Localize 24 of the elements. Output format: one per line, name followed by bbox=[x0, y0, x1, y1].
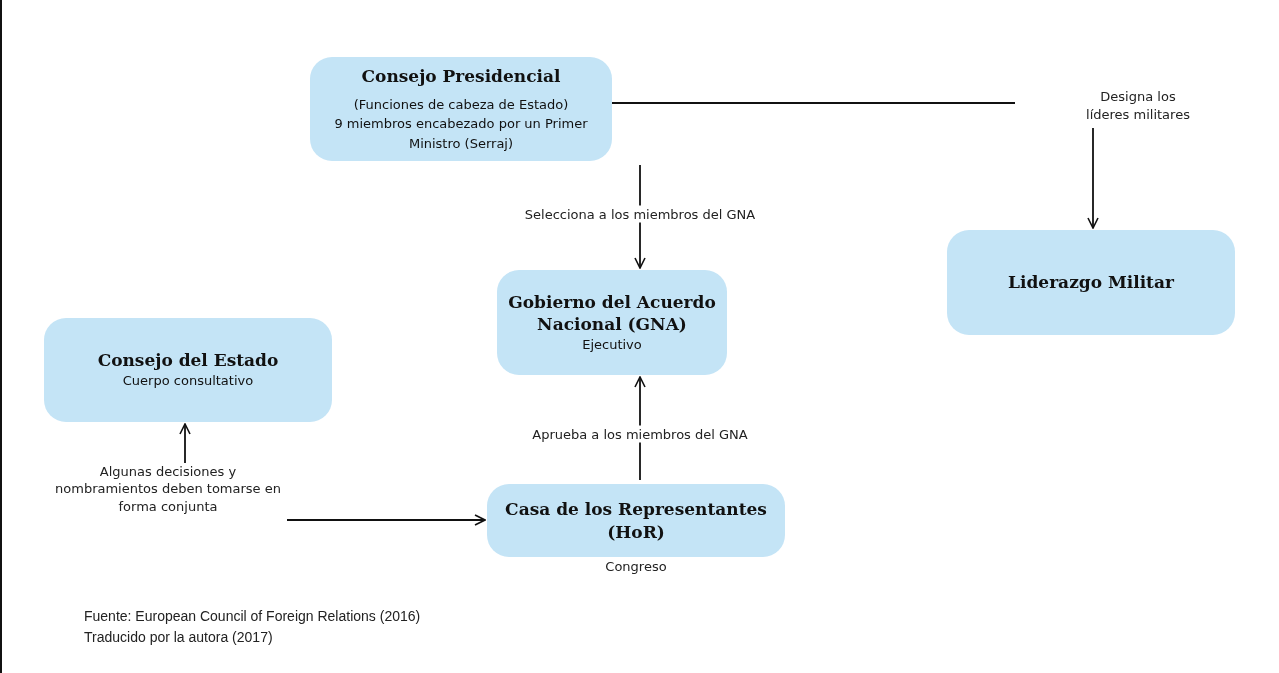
rounded-box bbox=[487, 484, 785, 557]
source-note: Traducido por la autora (2017) bbox=[84, 629, 273, 645]
box-subtitle: Cuerpo consultativo bbox=[122, 372, 254, 391]
rounded-box bbox=[310, 57, 612, 161]
box-title: Liderazgo Militar bbox=[1008, 271, 1174, 294]
annotation-text: Algunas decisiones y nombramientos deben tomarse en forma conjunta bbox=[54, 462, 282, 516]
box-subtitle: Ejecutivo bbox=[582, 335, 642, 354]
box-subtitle: 9 miembros encabezado por un Primer Ministro (Serraj) bbox=[333, 115, 589, 153]
arrow bbox=[179, 423, 191, 464]
rounded-box bbox=[44, 318, 332, 422]
box-title: Consejo Presidencial bbox=[361, 64, 561, 87]
box-caption: Congreso bbox=[605, 559, 667, 574]
connector-line bbox=[611, 102, 1016, 104]
box-title: Gobierno del Acuerdo Nacional (GNA) bbox=[507, 290, 717, 335]
annotation-text: Designa los líderes militares bbox=[1085, 88, 1191, 124]
arrow bbox=[286, 514, 486, 526]
box-subtitle: (Funciones de cabeza de Estado) bbox=[353, 95, 569, 114]
edge-label: Aprueba a los miembros del GNA bbox=[529, 425, 751, 443]
box-title: Consejo del Estado bbox=[97, 349, 279, 372]
box-title: Casa de los Representantes (HoR) bbox=[504, 498, 768, 543]
arrow bbox=[1087, 127, 1099, 229]
rounded-box bbox=[497, 270, 727, 375]
rounded-box bbox=[947, 230, 1235, 335]
source-note: Fuente: European Council of Foreign Relations (2016) bbox=[84, 608, 421, 624]
